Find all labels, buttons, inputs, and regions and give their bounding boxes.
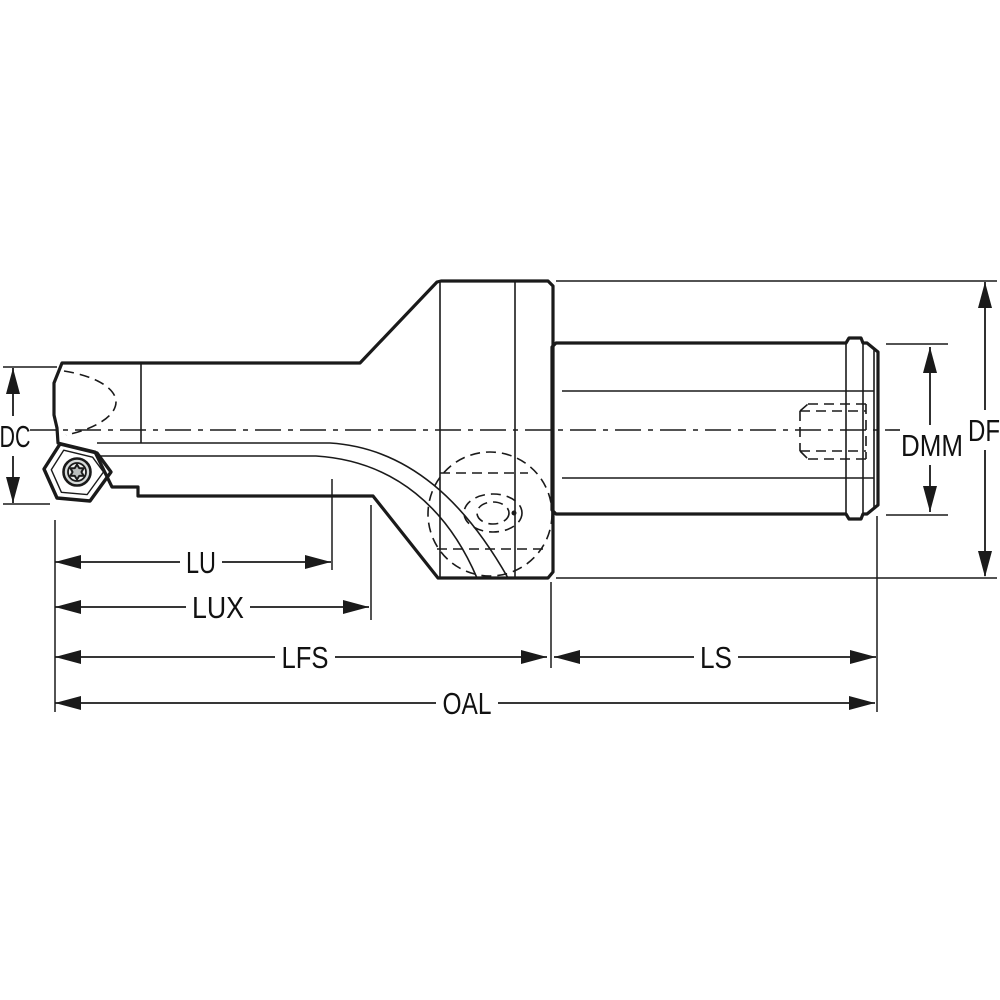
oal-label: OAL: [443, 686, 492, 721]
dim-oal: OAL: [55, 516, 878, 721]
df-label: DF: [968, 413, 1000, 448]
coolant-center-dot: [511, 510, 517, 516]
lu-label: LU: [186, 545, 216, 580]
shank-thread-hidden-lines: [799, 403, 867, 460]
coolant-hidden-circle: [427, 451, 553, 577]
lux-label: LUX: [192, 590, 244, 625]
body-silhouette: [52, 279, 555, 580]
dim-lfs: LFS: [55, 640, 547, 675]
dmm-label: DMM: [901, 428, 963, 463]
dc-label: DC: [0, 419, 31, 454]
insert-inner-contour: [50, 449, 105, 496]
torx-screw-icon: [69, 463, 85, 481]
dim-dc: DC: [0, 366, 57, 505]
lfs-label: LFS: [282, 640, 329, 675]
flute-lower-curve: [98, 455, 478, 579]
head-hidden-lines: [63, 370, 553, 577]
coolant-hidden-ellipse-outer: [463, 493, 523, 533]
ls-label: LS: [700, 640, 732, 675]
dim-lux: LUX: [55, 505, 372, 625]
dim-df: DF: [556, 280, 1000, 579]
cutting-insert: [42, 442, 113, 503]
insert-outline: [42, 442, 113, 503]
dim-lu: LU: [55, 479, 333, 580]
dim-dmm: DMM: [886, 343, 963, 516]
coolant-hidden-ellipse-inner: [476, 501, 510, 525]
shank-silhouette: [550, 336, 880, 521]
dim-ls: LS: [550, 582, 876, 675]
tip-pocket-hidden-arc: [63, 370, 117, 436]
